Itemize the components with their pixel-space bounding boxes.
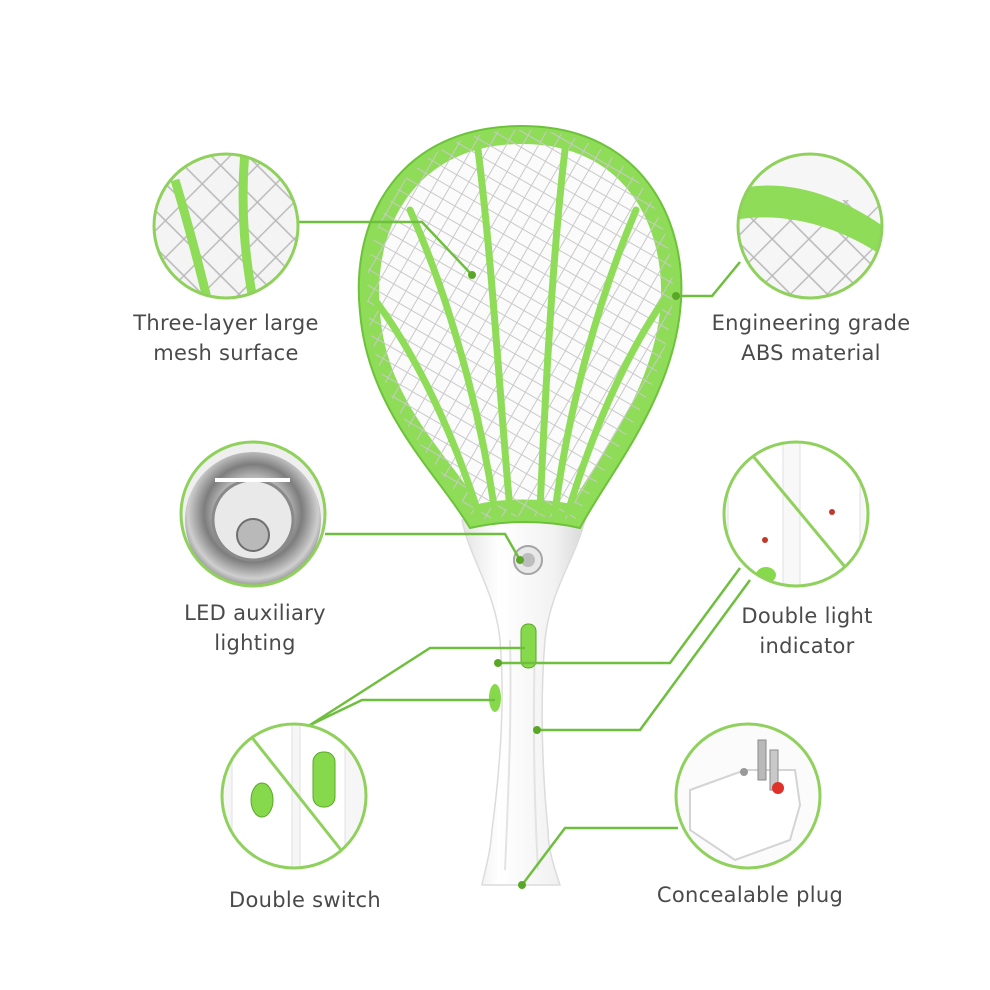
indicator-label: Double light indicator — [712, 601, 902, 661]
led-label-line2: lighting — [214, 631, 296, 655]
indicator-label-line1: Double light — [741, 604, 873, 628]
leader-lines — [298, 220, 752, 886]
plug-closeup-icon — [674, 722, 822, 870]
frame-closeup-icon — [736, 152, 884, 300]
mesh-label: Three-layer large mesh surface — [110, 308, 342, 368]
racket — [357, 124, 683, 886]
abs-label: Engineering grade ABS material — [696, 308, 926, 368]
led-label: LED auxiliary lighting — [150, 598, 360, 658]
racket-switch-lower — [489, 684, 501, 712]
indicator-closeup-icon — [722, 440, 870, 588]
indicator-label-line2: indicator — [759, 634, 855, 658]
abs-label-line2: ABS material — [741, 341, 881, 365]
led-label-line1: LED auxiliary — [184, 601, 326, 625]
racket-switch-upper — [520, 623, 537, 669]
switch-closeup-icon — [220, 722, 368, 870]
switch-label-line1: Double switch — [228, 888, 382, 912]
abs-label-line1: Engineering grade — [711, 311, 911, 335]
mesh-label-line2: mesh surface — [153, 341, 299, 365]
switch-label: Double switch — [200, 885, 410, 915]
plug-label-line1: Concealable plug — [656, 883, 844, 907]
mesh-label-line1: Three-layer large — [133, 311, 319, 335]
plug-label: Concealable plug — [640, 880, 860, 910]
led-lamp-icon — [179, 440, 327, 588]
mesh-closeup-icon — [152, 152, 300, 300]
